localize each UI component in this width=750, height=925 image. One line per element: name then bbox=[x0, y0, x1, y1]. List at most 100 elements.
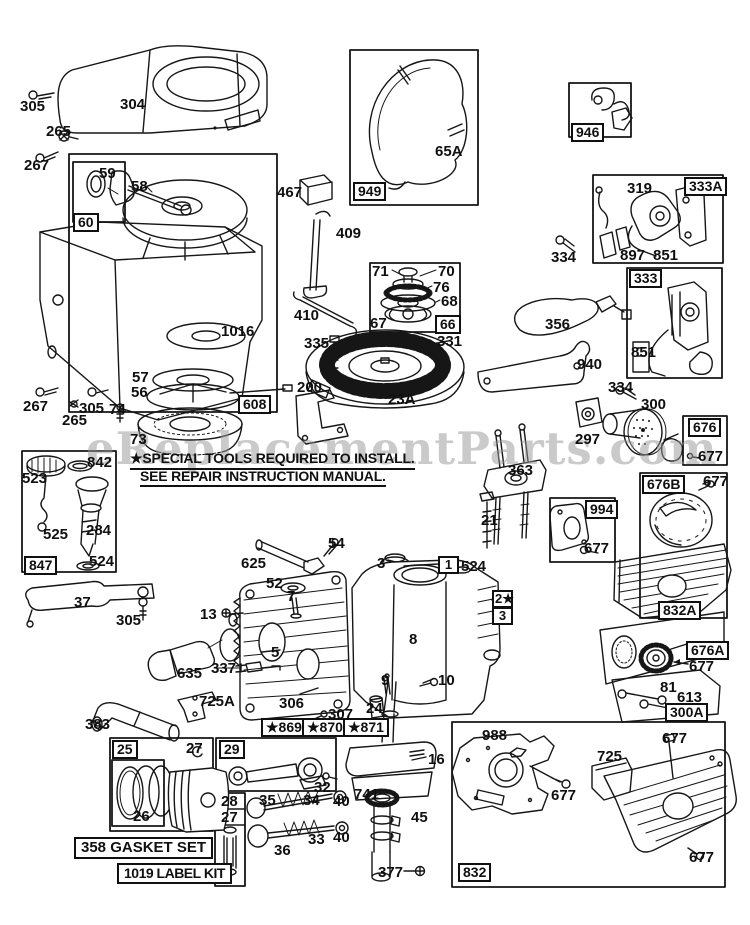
part-callout-54: 54 bbox=[328, 535, 345, 552]
part-callout-940: 940 bbox=[577, 356, 603, 373]
part-callout-25: 25 bbox=[112, 740, 138, 759]
part-callout-333: 333 bbox=[629, 269, 663, 288]
part-callout-523: 523 bbox=[22, 470, 48, 487]
part-callout-851: 851 bbox=[631, 344, 657, 361]
part-callout-67: 67 bbox=[370, 315, 387, 332]
part-callout-306: 306 bbox=[279, 695, 305, 712]
part-callout-608: 608 bbox=[238, 395, 272, 414]
spark-plug-art bbox=[147, 608, 281, 682]
part-callout-45: 45 bbox=[411, 809, 428, 826]
part-callout-337: 337 bbox=[211, 660, 237, 677]
part-callout-383: 383 bbox=[85, 716, 111, 733]
part-callout-331: 331 bbox=[437, 333, 463, 350]
part-callout-37: 37 bbox=[74, 594, 91, 611]
part-callout-13: 13 bbox=[200, 606, 217, 623]
part-callout-304: 304 bbox=[120, 96, 146, 113]
part-callout-59: 59 bbox=[99, 165, 116, 182]
part-callout-8: 8 bbox=[409, 631, 418, 648]
part-callout-267: 267 bbox=[24, 157, 50, 174]
part-callout-265: 265 bbox=[62, 412, 88, 429]
part-callout-994: 994 bbox=[585, 500, 619, 519]
part-callout-2: 2★ bbox=[492, 590, 514, 608]
cylinder-block-art bbox=[351, 491, 506, 719]
part-callout-335: 335 bbox=[304, 335, 330, 352]
muffler-guard-art bbox=[451, 733, 737, 861]
control-wire-loop-art bbox=[368, 59, 468, 190]
screw-334-art bbox=[555, 235, 637, 400]
cover-994-art bbox=[549, 502, 599, 555]
part-callout-677: 677 bbox=[698, 448, 724, 465]
drain-arm-art bbox=[25, 580, 155, 628]
part-callout-869: ★869 bbox=[261, 718, 307, 737]
part-callout-9: 9 bbox=[381, 672, 390, 689]
part-callout-300: 300 bbox=[641, 396, 667, 413]
part-callout-35: 35 bbox=[259, 792, 276, 809]
part-callout-377: 377 bbox=[378, 864, 404, 881]
special-tools-note-line2: SEE REPAIR INSTRUCTION MANUAL. bbox=[140, 468, 386, 487]
part-callout-300A: 300A bbox=[665, 703, 709, 722]
special-tools-note-line1: ★SPECIAL TOOLS REQUIRED TO INSTALL. bbox=[130, 450, 415, 470]
part-callout-297: 297 bbox=[575, 431, 601, 448]
part-callout-34: 34 bbox=[303, 792, 320, 809]
part-callout-676B: 676B bbox=[642, 475, 686, 494]
part-callout-677: 677 bbox=[662, 730, 688, 747]
part-callout-1016: 1016 bbox=[221, 323, 255, 340]
part-callout-28: 28 bbox=[221, 793, 238, 810]
ignition-armature-333A-art bbox=[595, 184, 707, 259]
valves-springs-art bbox=[246, 790, 349, 848]
part-callout-71: 71 bbox=[372, 263, 389, 280]
part-callout-334: 334 bbox=[608, 379, 634, 396]
brake-band-940-art bbox=[477, 340, 591, 393]
part-callout-677: 677 bbox=[703, 473, 729, 490]
part-callout-81: 81 bbox=[660, 679, 677, 696]
part-callout-32: 32 bbox=[314, 779, 331, 796]
part-callout-949: 949 bbox=[353, 182, 387, 201]
part-callout-467: 467 bbox=[277, 184, 303, 201]
part-callout-676A: 676A bbox=[686, 641, 730, 660]
part-callout-305: 305 bbox=[79, 400, 105, 417]
part-callout-333A: 333A bbox=[684, 177, 728, 196]
part-callout-27: 27 bbox=[186, 740, 203, 757]
fastener-305-265-267-art bbox=[28, 90, 79, 163]
part-callout-10: 10 bbox=[438, 672, 455, 689]
part-callout-267: 267 bbox=[23, 398, 49, 415]
blower-housing-art bbox=[57, 45, 268, 134]
tank-screws-art bbox=[35, 387, 109, 408]
breather-tube-art bbox=[255, 538, 339, 619]
part-callout-676: 676 bbox=[688, 418, 722, 437]
part-callout-40: 40 bbox=[333, 829, 350, 846]
part-callout-356: 356 bbox=[545, 316, 571, 333]
part-callout-625: 625 bbox=[241, 555, 267, 572]
part-callout-363: 363 bbox=[508, 462, 534, 479]
part-callout-725: 725 bbox=[597, 748, 623, 765]
part-callout-52: 52 bbox=[266, 575, 283, 592]
part-callout-410: 410 bbox=[294, 307, 320, 324]
deflector-676-art bbox=[660, 433, 701, 462]
part-callout-29: 29 bbox=[219, 740, 245, 759]
part-callout-725A: 725A bbox=[199, 693, 235, 710]
part-callout-21: 21 bbox=[481, 512, 498, 529]
part-callout-74: 74 bbox=[109, 401, 126, 418]
intake-manifold-art bbox=[483, 423, 547, 545]
part-callout-635: 635 bbox=[177, 665, 203, 682]
part-callout-842: 842 bbox=[87, 454, 113, 471]
part-callout-897: 897 bbox=[620, 247, 646, 264]
cylinder-head-art bbox=[219, 570, 351, 721]
part-callout-16: 16 bbox=[428, 751, 445, 768]
part-callout-76: 76 bbox=[433, 279, 450, 296]
part-callout-613: 613 bbox=[677, 689, 703, 706]
dipstick-art bbox=[26, 455, 109, 571]
part-callout-60: 60 bbox=[73, 213, 99, 232]
flywheel-art bbox=[305, 329, 465, 409]
part-callout-73: 73 bbox=[130, 431, 147, 448]
part-callout-40: 40 bbox=[333, 793, 350, 810]
part-callout-70: 70 bbox=[438, 263, 455, 280]
leader-lines bbox=[107, 185, 441, 669]
connecting-rod-art bbox=[228, 757, 338, 790]
part-callout-358-GASKET-SET: 358 GASKET SET bbox=[74, 837, 214, 859]
part-callout-5: 5 bbox=[271, 644, 280, 661]
piston-rings-art bbox=[116, 745, 230, 833]
part-callout-3: 3 bbox=[377, 555, 386, 572]
part-callout-284: 284 bbox=[86, 522, 112, 539]
